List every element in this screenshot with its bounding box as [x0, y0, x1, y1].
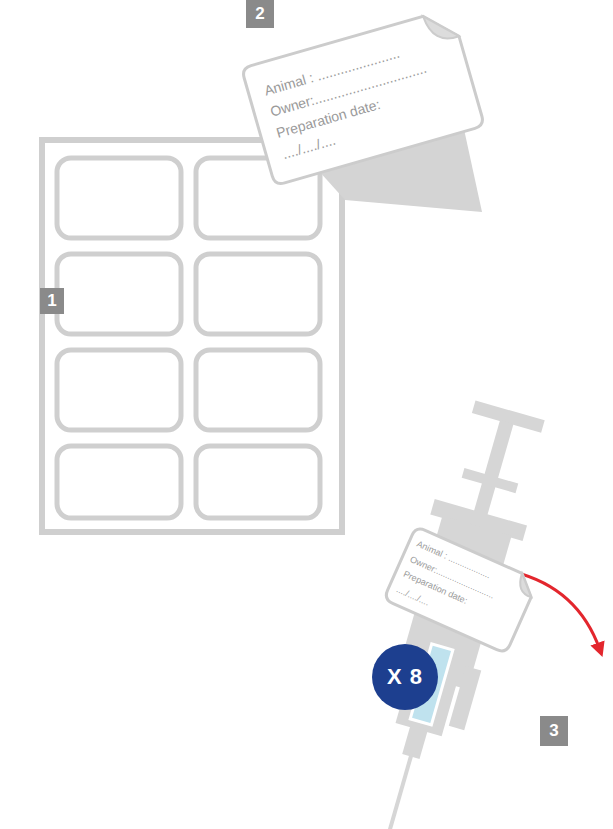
callout-number: 1: [40, 288, 64, 314]
callout-text: 1: [47, 291, 56, 311]
callout-number: 3: [540, 716, 568, 746]
callout-text: 2: [255, 4, 264, 24]
quantity-badge: X 8: [372, 644, 438, 710]
callout-number: 2: [246, 0, 274, 28]
peel-arrow: [514, 572, 600, 650]
syringe: [338, 397, 557, 829]
quantity-text: X 8: [387, 664, 423, 690]
callout-text: 3: [549, 721, 558, 741]
label-sheet: [42, 140, 342, 532]
